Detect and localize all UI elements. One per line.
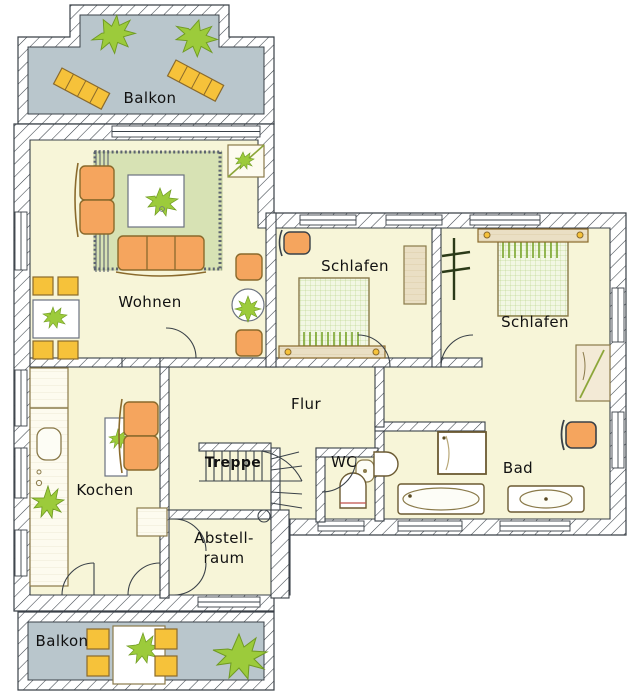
room-label-balcony-bottom: Balkon [36, 632, 89, 650]
armchair-wohnen-right [235, 253, 263, 357]
partition-wall [265, 212, 277, 368]
partition-wall [159, 509, 281, 520]
armchair-bad [560, 419, 597, 451]
balcony-lounger [52, 67, 111, 111]
wardrobe [441, 238, 471, 300]
armchair-kochen [118, 398, 159, 474]
wohnen-contents [32, 144, 265, 360]
armchair-schlafen-left [278, 229, 311, 257]
potted-plant [174, 18, 219, 59]
room-labels: Balkon Wohnen Kochen Schlafen Schlafen F… [36, 89, 569, 650]
bad-contents [397, 419, 597, 515]
armchair-wohnen-left [74, 162, 115, 238]
nightstand [477, 228, 589, 243]
kitchen-appliance [136, 507, 168, 537]
room-label-abstellraum-1: Abstell- [194, 529, 254, 547]
wc-contents [321, 451, 399, 509]
room-label-flur: Flur [291, 395, 322, 413]
room-label-treppe: Treppe [205, 455, 261, 471]
dining-table-wohnen [32, 299, 80, 339]
balcony-chair [86, 655, 110, 677]
balcony-bottom-contents [86, 625, 269, 685]
windows [14, 125, 625, 608]
kochen-contents [29, 367, 168, 596]
room-label-abstellraum-2: raum [203, 549, 244, 567]
stair-flight [198, 442, 303, 523]
interior-walls [29, 212, 486, 599]
door-swing [357, 334, 391, 368]
balcony-lounger [166, 59, 225, 103]
schlafen-right-contents [403, 228, 611, 402]
kitchen-sink [36, 427, 62, 461]
room-label-bad: Bad [503, 459, 533, 477]
potted-plant [90, 13, 138, 55]
room-label-schlafen-right: Schlafen [501, 313, 569, 331]
kitchen-counter [29, 367, 69, 587]
room-label-wohnen: Wohnen [118, 293, 181, 311]
door-swing [61, 562, 95, 596]
partition-wall [270, 509, 290, 599]
balcony-chair [154, 655, 178, 677]
partition-wall [315, 447, 326, 523]
wardrobe [403, 245, 427, 305]
door-swing [173, 518, 207, 552]
partition-wall [374, 366, 385, 428]
shower-tray [437, 431, 487, 475]
door-swing [127, 562, 161, 596]
door-swing [321, 457, 357, 493]
balcony-chair [154, 628, 178, 650]
room-label-wc: WC [331, 453, 357, 471]
potted-plant [212, 632, 269, 681]
partition-wall [431, 227, 442, 368]
partition-wall [374, 421, 486, 432]
room-label-balcony-top: Balkon [124, 89, 177, 107]
balcony-top-contents [52, 13, 225, 111]
schlafen-left-contents [278, 229, 391, 368]
door-swing [165, 327, 197, 359]
plant-icon [144, 187, 180, 217]
sideboard-wohnen [227, 144, 265, 178]
door-swing [173, 562, 207, 596]
abstellraum-contents [173, 518, 207, 596]
round-plant-table [231, 288, 265, 323]
balcony-chair [86, 628, 110, 650]
bath-toilet [373, 451, 399, 477]
potted-plant [30, 484, 66, 520]
dining-chair [32, 276, 79, 360]
sofa-wohnen [115, 235, 207, 277]
door-swing [440, 334, 474, 368]
room-label-schlafen-left: Schlafen [321, 257, 389, 275]
room-label-kochen: Kochen [76, 481, 133, 499]
nightstand [278, 345, 386, 359]
